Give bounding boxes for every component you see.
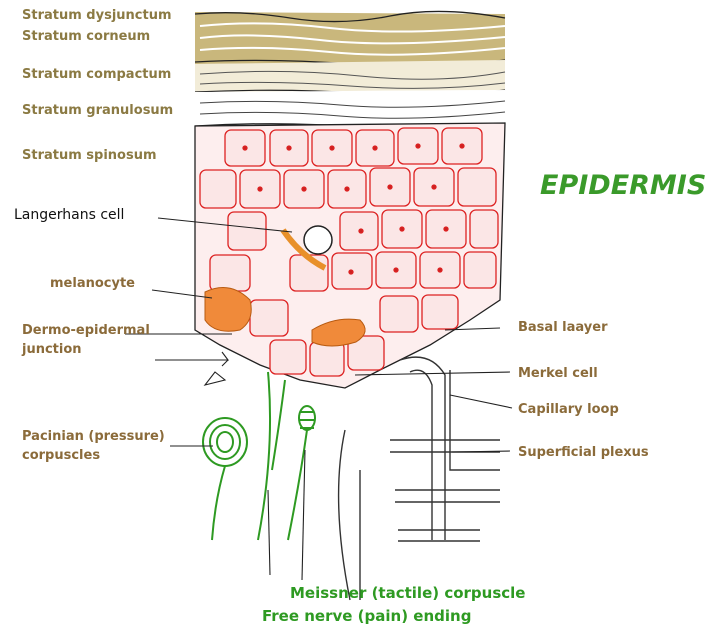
capillary-loops <box>339 357 500 600</box>
label-stratum-dysjunctum: Stratum dysjunctum <box>22 7 172 24</box>
label-stratum-spinosum: Stratum spinosum <box>22 147 157 164</box>
pacinian-corpuscle <box>203 418 247 540</box>
label-stratum-granulosum: Stratum granulosum <box>22 102 173 119</box>
label-meissner-corpuscle: Meissner (tactile) corpuscle <box>290 585 525 602</box>
label-pacinian-2: corpuscles <box>22 447 100 464</box>
stratum-corneum-band <box>195 11 505 66</box>
stratum-compactum-band <box>195 60 505 95</box>
epidermis-title: EPIDERMIS <box>540 170 706 201</box>
label-pacinian-1: Pacinian (pressure) <box>22 428 165 445</box>
meissner-corpuscle <box>288 406 315 540</box>
label-superficial-plexus: Superficial plexus <box>518 444 649 461</box>
label-dermo-epidermal-2: junction <box>22 341 82 358</box>
label-capillary-loop: Capillary loop <box>518 401 619 418</box>
label-merkel-cell: Merkel cell <box>518 365 598 382</box>
label-melanocyte: melanocyte <box>50 275 135 292</box>
free-nerve-endings <box>258 372 285 540</box>
label-stratum-compactum: Stratum compactum <box>22 66 171 83</box>
label-basal-layer: Basal laayer <box>518 319 607 336</box>
label-langerhans-cell: Langerhans cell <box>14 207 124 224</box>
stratum-spinosum-cells <box>195 123 505 388</box>
label-stratum-corneum: Stratum corneum <box>22 28 150 45</box>
label-dermo-epidermal-1: Dermo-epidermal <box>22 322 150 339</box>
label-free-nerve-ending: Free nerve (pain) ending <box>262 608 471 625</box>
